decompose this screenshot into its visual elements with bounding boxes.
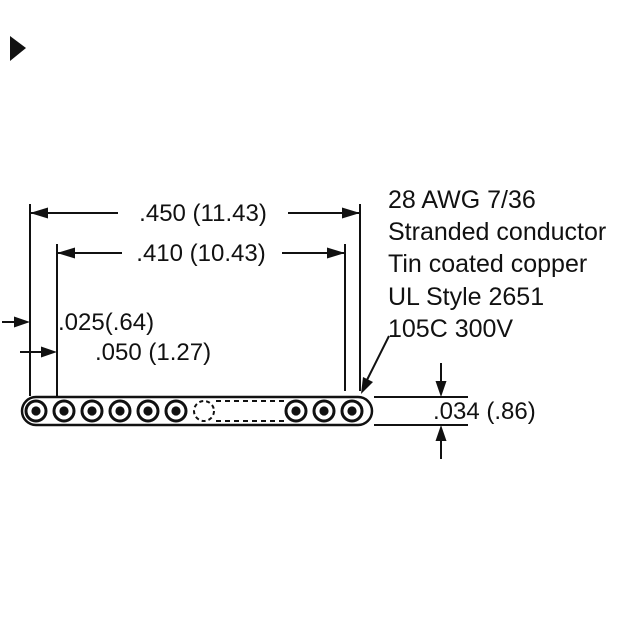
conductor (136, 399, 160, 423)
note-line-4: UL Style 2651 (388, 283, 544, 311)
conductor (80, 399, 104, 423)
note-line-2: Stranded conductor (388, 218, 606, 246)
dimension-conductor-span-label: .410 (10.43) (136, 240, 265, 267)
dashed-conductor (193, 400, 215, 422)
cable-body (20, 395, 374, 427)
leader-line (365, 335, 390, 383)
conductor (108, 399, 132, 423)
arrowhead-right-icon (327, 247, 345, 259)
conductor (24, 399, 48, 423)
dimension-edge-margin: .025(.64) (2, 309, 154, 336)
hidden-conductor-section (193, 400, 284, 422)
leader-arrowhead-icon (361, 377, 373, 394)
arrowhead-left-icon (30, 207, 48, 219)
dimension-overall-width-label: .450 (11.43) (139, 200, 267, 227)
extension-lines (29, 204, 361, 396)
dimension-conductor-span: .410 (10.43) (57, 240, 345, 267)
note-leader (361, 335, 390, 394)
arrowhead-right-icon (342, 207, 360, 219)
conductor (340, 399, 364, 423)
conductors-right (284, 399, 364, 423)
conductors-left (24, 399, 188, 423)
arrowhead-up-icon (435, 425, 447, 441)
arrowhead-right-icon (41, 346, 57, 358)
dimension-pitch: .050 (1.27) (20, 339, 211, 366)
dimension-pitch-label: .050 (1.27) (95, 339, 211, 366)
conductor (52, 399, 76, 423)
conductor (164, 399, 188, 423)
conductor (312, 399, 336, 423)
dimension-overall-width: .450 (11.43) (30, 200, 360, 227)
dimension-thickness-label: .034 (.86) (433, 398, 536, 425)
arrowhead-right-icon (14, 316, 30, 328)
note-line-1: 28 AWG 7/36 (388, 186, 536, 214)
dimension-edge-margin-label: .025(.64) (58, 309, 154, 336)
conductor (284, 399, 308, 423)
dimension-thickness: .034 (.86) (374, 363, 536, 459)
note-text-block: 28 AWG 7/36 Stranded conductor Tin coate… (388, 186, 606, 343)
stray-triangle-mark (10, 36, 26, 61)
cable-outline (20, 395, 374, 427)
arrowhead-left-icon (57, 247, 75, 259)
note-line-5: 105C 300V (388, 315, 513, 343)
arrowhead-down-icon (435, 381, 447, 397)
note-line-3: Tin coated copper (388, 250, 587, 278)
